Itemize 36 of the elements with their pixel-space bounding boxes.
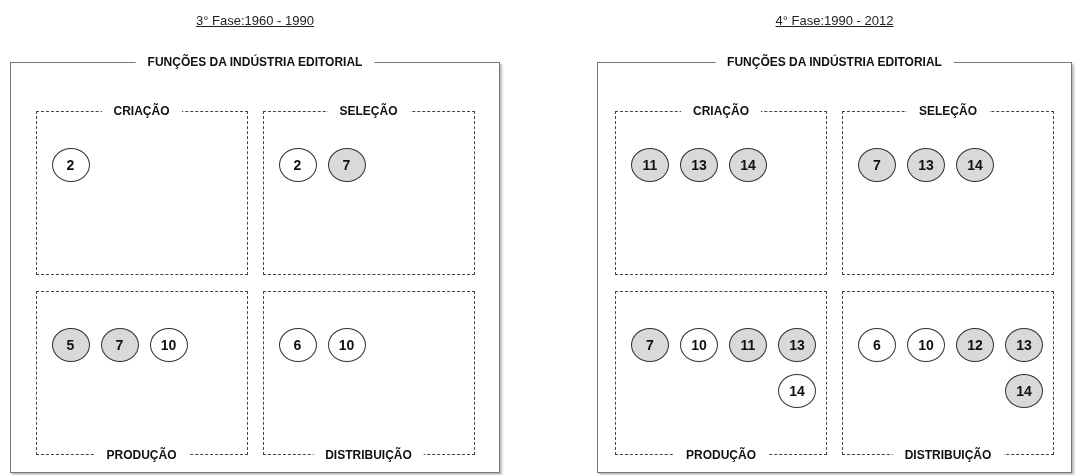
- number-circle: 5: [51, 328, 90, 362]
- phase-heading: 4° Fase:1990 - 2012: [775, 13, 894, 28]
- number-circle: 12: [956, 328, 994, 362]
- panel-title: FUNÇÕES DA INDÚSTRIA EDITORIAL: [135, 55, 375, 69]
- number-circle: 13: [907, 148, 945, 182]
- function-title: DISTRIBUIÇÃO: [313, 448, 424, 462]
- function-title: CRIAÇÃO: [681, 104, 761, 118]
- number-circle: 6: [278, 328, 317, 362]
- number-circle: 14: [778, 374, 816, 408]
- number-circle: 7: [100, 328, 139, 362]
- number-circle: 10: [680, 328, 718, 362]
- number-circle: 14: [1005, 374, 1043, 408]
- number-circle: 13: [1005, 328, 1043, 362]
- number-circle: 2: [278, 148, 317, 182]
- number-circle: 10: [149, 328, 188, 362]
- number-circle: 14: [729, 148, 767, 182]
- number-circle: 6: [858, 328, 896, 362]
- number-circle: 7: [858, 148, 896, 182]
- function-title: CRIAÇÃO: [101, 104, 182, 118]
- function-title: DISTRIBUIÇÃO: [892, 448, 1004, 462]
- number-circle: 7: [327, 148, 366, 182]
- number-circle: 13: [778, 328, 816, 362]
- panel-title: FUNÇÕES DA INDÚSTRIA EDITORIAL: [715, 55, 954, 69]
- number-circle: 2: [51, 148, 90, 182]
- number-circle: 10: [327, 328, 366, 362]
- number-circle: 7: [631, 328, 669, 362]
- function-title: SELEÇÃO: [327, 104, 410, 118]
- function-title: PRODUÇÃO: [94, 448, 189, 462]
- number-circle: 11: [631, 148, 669, 182]
- number-circle: 10: [907, 328, 945, 362]
- number-circle: 11: [729, 328, 767, 362]
- function-title: SELEÇÃO: [907, 104, 989, 118]
- number-circle: 14: [956, 148, 994, 182]
- number-circle: 13: [680, 148, 718, 182]
- phase-heading: 3° Fase:1960 - 1990: [196, 13, 314, 28]
- function-title: PRODUÇÃO: [674, 448, 768, 462]
